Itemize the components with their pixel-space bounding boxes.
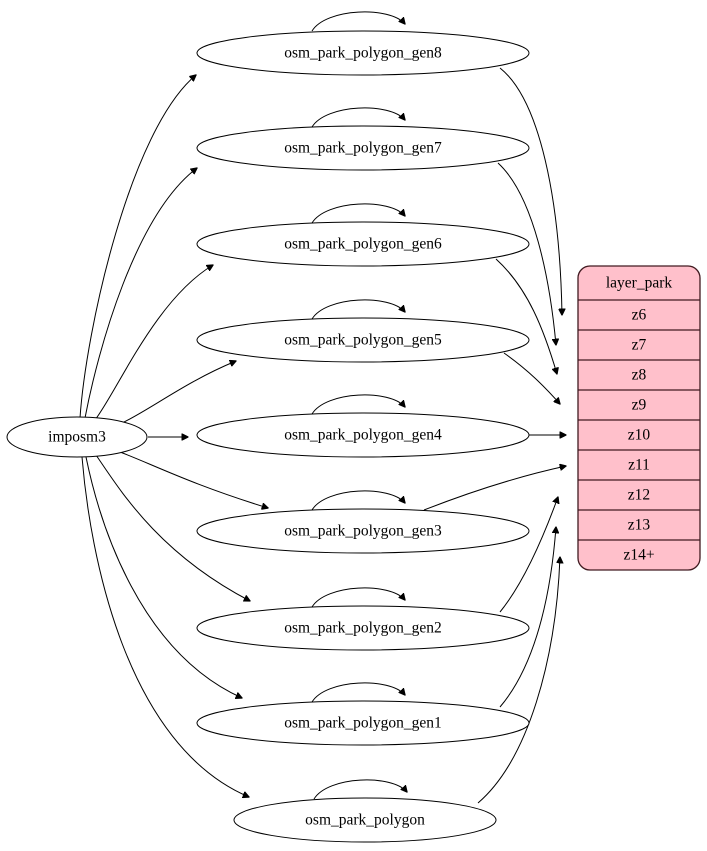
edge-imposm3-to-gen3 — [119, 451, 268, 508]
edge-gen5-to-z9 — [503, 352, 560, 404]
node-gen5-label: osm_park_polygon_gen5 — [284, 332, 442, 349]
edge-imposm3-to-gen8 — [79, 75, 196, 419]
edge-imposm3-to-gen7 — [84, 168, 197, 419]
layer-park-row-z9[interactable]: z9 — [632, 397, 647, 414]
node-gen4-label: osm_park_polygon_gen4 — [284, 427, 442, 444]
edge-imposm3-to-base — [81, 456, 249, 797]
layer-park-row-z8[interactable]: z8 — [632, 367, 647, 384]
node-osm-park-polygon[interactable]: osm_park_polygon — [233, 797, 497, 843]
node-gen2-label: osm_park_polygon_gen2 — [284, 620, 442, 637]
node-osm-park-polygon-gen7[interactable]: osm_park_polygon_gen7 — [196, 125, 530, 171]
node-osm-park-polygon-gen1[interactable]: osm_park_polygon_gen1 — [196, 700, 530, 746]
node-osm-park-polygon-gen5[interactable]: osm_park_polygon_gen5 — [196, 317, 530, 363]
self-loop-gen7 — [311, 107, 405, 128]
edge-gen8-to-z6 — [499, 67, 562, 315]
node-base-label: osm_park_polygon — [305, 812, 425, 829]
self-loop-gen8 — [311, 11, 405, 32]
fanout-edge-group — [79, 75, 268, 797]
layer-edge-group — [423, 67, 566, 804]
self-loop-gen2 — [311, 587, 405, 608]
edge-imposm3-to-gen5 — [119, 361, 236, 425]
layer-park-row-z12[interactable]: z12 — [628, 487, 650, 504]
node-imposm3[interactable]: imposm3 — [6, 416, 148, 458]
layer-park-row-z11[interactable]: z11 — [628, 457, 650, 474]
node-gen1-label: osm_park_polygon_gen1 — [284, 715, 442, 732]
node-group: imposm3 osm_park_polygon_gen8 osm_park_p… — [6, 30, 530, 843]
edge-gen6-to-z8 — [495, 258, 557, 374]
node-osm-park-polygon-gen3[interactable]: osm_park_polygon_gen3 — [196, 508, 530, 554]
edge-base-to-z14 — [477, 557, 560, 804]
self-loop-gen6 — [311, 203, 405, 224]
node-osm-park-polygon-gen4[interactable]: osm_park_polygon_gen4 — [196, 412, 530, 458]
edge-imposm3-to-gen6 — [94, 265, 213, 421]
layer-park-header-label: layer_park — [606, 275, 673, 292]
node-gen8-label: osm_park_polygon_gen8 — [284, 45, 442, 62]
self-loop-gen5 — [311, 299, 405, 320]
edge-imposm3-to-gen2 — [95, 454, 250, 601]
layer-park-row-z10[interactable]: z10 — [628, 427, 651, 444]
self-loop-gen4 — [311, 394, 405, 415]
layer-park-row-z13[interactable]: z13 — [628, 517, 651, 534]
edge-gen3-to-z11 — [423, 466, 566, 511]
node-gen6-label: osm_park_polygon_gen6 — [284, 236, 442, 253]
edge-imposm3-to-gen1 — [85, 456, 242, 698]
self-loop-base — [313, 779, 407, 800]
node-osm-park-polygon-gen2[interactable]: osm_park_polygon_gen2 — [196, 605, 530, 651]
self-loop-gen3 — [311, 490, 405, 511]
node-osm-park-polygon-gen6[interactable]: osm_park_polygon_gen6 — [196, 221, 530, 267]
node-imposm3-label: imposm3 — [48, 429, 106, 446]
node-gen7-label: osm_park_polygon_gen7 — [284, 140, 442, 157]
node-osm-park-polygon-gen8[interactable]: osm_park_polygon_gen8 — [196, 30, 530, 76]
self-loop-gen1 — [311, 682, 405, 703]
self-loop-group — [311, 11, 407, 800]
edge-gen2-to-z12 — [499, 497, 558, 613]
edge-gen1-to-z13 — [499, 527, 556, 708]
node-gen3-label: osm_park_polygon_gen3 — [284, 523, 442, 540]
edge-gen7-to-z7 — [497, 162, 556, 345]
layer-park-table[interactable]: layer_park z6 z7 z8 z9 z10 z11 z12 z13 z… — [577, 265, 701, 571]
layer-park-row-z14plus[interactable]: z14+ — [623, 547, 654, 564]
layer-park-row-z7[interactable]: z7 — [632, 337, 647, 354]
layer-park-row-z6[interactable]: z6 — [632, 307, 647, 324]
